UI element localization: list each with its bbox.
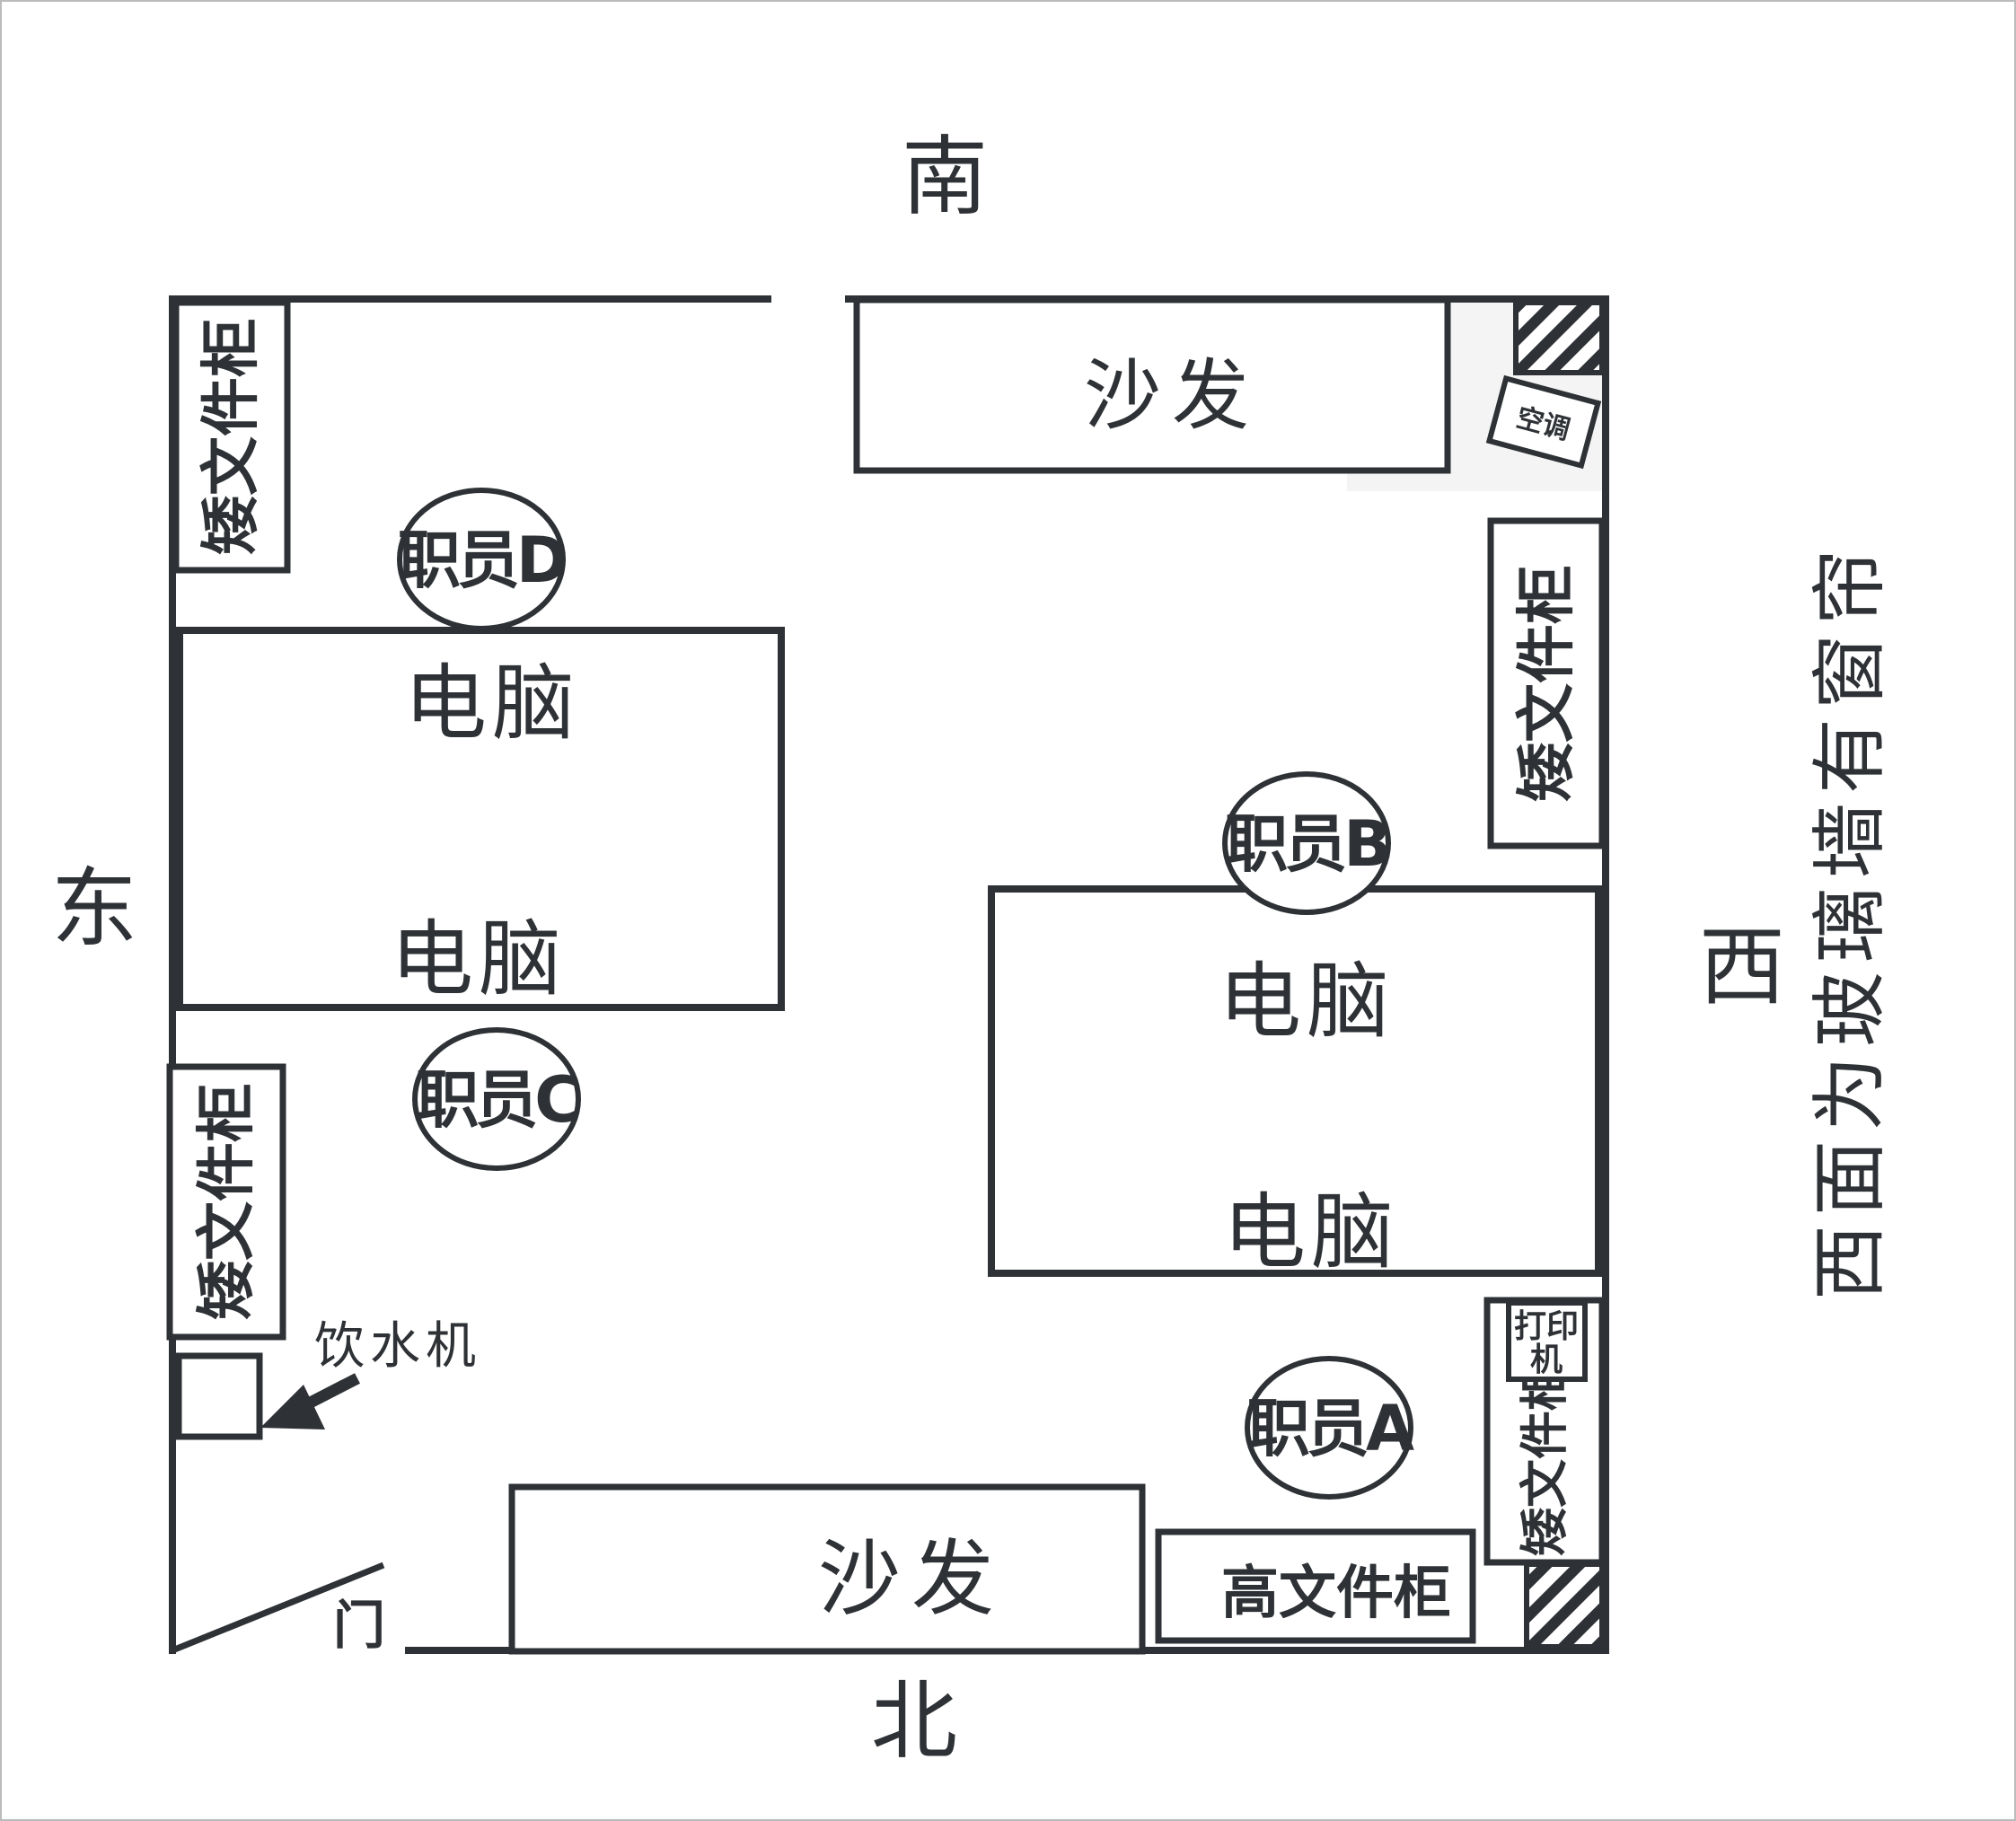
- computer-label: 电脑: [391, 911, 567, 1007]
- staff-d: 职员D: [397, 488, 569, 631]
- door-swing: [171, 1561, 385, 1654]
- compass-west: 西: [1699, 917, 1785, 1017]
- svg-text:打印: 打印: [1514, 1308, 1579, 1345]
- computer-label: 电脑: [404, 655, 580, 752]
- staff-a: 职员A: [1245, 1356, 1418, 1500]
- compass-south: 南: [902, 127, 988, 227]
- staff-b: 职员B: [1222, 771, 1392, 915]
- hatched-pillar-bottom: [1524, 1561, 1605, 1649]
- computer-label: 电脑: [1219, 954, 1395, 1050]
- staff-c: 职员C: [412, 1027, 581, 1171]
- svg-text:高文件柜: 高文件柜: [1221, 1561, 1451, 1627]
- svg-text:沙发: 沙发: [1084, 351, 1260, 441]
- svg-text:机: 机: [1530, 1342, 1563, 1378]
- sofa-top: 沙发: [853, 296, 1451, 474]
- compass-north: 北: [871, 1671, 957, 1772]
- svg-text:矮文件柜: 矮文件柜: [197, 318, 266, 555]
- high-cabinet: 高文件柜: [1155, 1528, 1476, 1644]
- low-cabinet-east-top: 矮文件柜: [172, 299, 291, 574]
- svg-text:矮文件柜: 矮文件柜: [1517, 1362, 1573, 1556]
- hatched-pillar-top: [1513, 300, 1605, 375]
- desk-right: 电脑 电脑: [988, 885, 1602, 1280]
- svg-text:职员C: 职员C: [416, 1063, 577, 1137]
- low-cabinet-east-bottom: 矮文件柜: [166, 1063, 286, 1341]
- svg-text:沙发: 沙发: [818, 1531, 1005, 1627]
- air-conditioner: 空调: [1485, 374, 1602, 470]
- svg-text:职员D: 职员D: [398, 523, 566, 597]
- svg-text:职员B: 职员B: [1225, 807, 1387, 881]
- sofa-bottom: 沙发: [508, 1483, 1146, 1655]
- water-dispenser: 饮水机: [175, 1317, 481, 1440]
- printer: 打印 机: [1506, 1300, 1588, 1382]
- low-cabinet-west: 矮文件柜: [1487, 517, 1606, 849]
- svg-text:职员A: 职员A: [1247, 1392, 1414, 1465]
- water-dispenser-arrow-icon: [260, 1373, 360, 1430]
- desk-left: 电脑 电脑: [176, 627, 785, 1011]
- compass-east: 东: [51, 858, 137, 959]
- door-label: 门: [333, 1595, 385, 1656]
- computer-label: 电脑: [1223, 1184, 1399, 1280]
- west-wall-note: 西面为玻璃墙有窗帘: [1806, 541, 1894, 1300]
- svg-text:矮文件柜: 矮文件柜: [1512, 565, 1581, 802]
- svg-text:饮水机: 饮水机: [314, 1317, 481, 1376]
- svg-text:矮文件柜: 矮文件柜: [192, 1083, 261, 1320]
